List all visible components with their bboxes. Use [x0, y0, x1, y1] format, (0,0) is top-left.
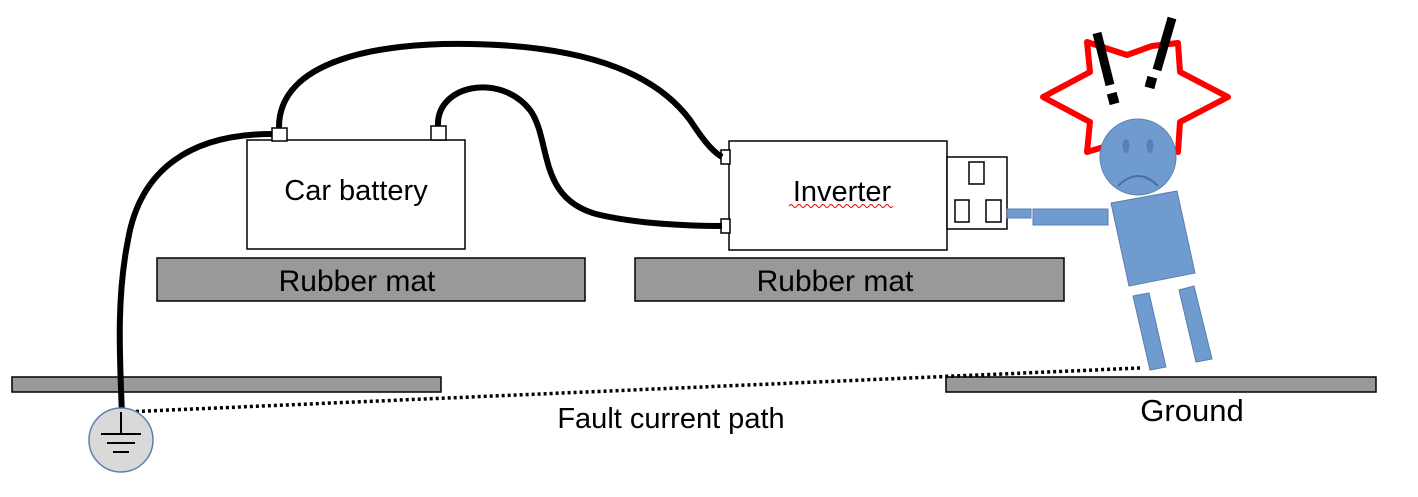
person-eye-right	[1146, 139, 1154, 153]
person-hand	[1006, 208, 1032, 219]
battery-terminal-positive	[430, 125, 447, 141]
wire-battery-neg-to-inverter	[275, 40, 724, 160]
shocked-person	[1006, 118, 1213, 371]
inverter-input-terminal-bottom	[720, 218, 731, 234]
inverter-input-terminal-top	[720, 149, 731, 165]
rubber-mat-right: Rubber mat	[634, 257, 1065, 302]
inverter-label: Inverter	[793, 176, 892, 208]
person-leg-right	[1178, 285, 1213, 363]
inverter: Inverter	[720, 140, 948, 251]
wire-battery-to-earth	[116, 131, 273, 416]
fault-current-path-line	[123, 366, 1141, 414]
person-head	[1099, 118, 1177, 196]
power-outlet-icon	[946, 156, 1008, 230]
fault-current-path-label: Fault current path	[557, 403, 784, 435]
car-battery: Car battery	[246, 125, 466, 250]
spellcheck-squiggle	[788, 204, 894, 208]
wire-battery-pos-to-inverter	[434, 84, 723, 229]
exclamation-marks-icon	[1092, 16, 1177, 106]
floor-slab-left	[11, 376, 442, 393]
rubber-mat-left-label: Rubber mat	[279, 265, 436, 298]
ground-label: Ground	[1140, 393, 1243, 428]
person-eye-left	[1122, 139, 1130, 153]
battery-terminal-negative	[271, 127, 288, 142]
floor-slab-right	[945, 376, 1377, 393]
ground-symbol-icon	[88, 407, 154, 473]
car-battery-label: Car battery	[284, 175, 428, 207]
rubber-mat-left: Rubber mat	[156, 257, 586, 302]
person-arm	[1032, 208, 1109, 226]
rubber-mat-right-label: Rubber mat	[757, 265, 914, 298]
person-torso	[1110, 190, 1196, 287]
person-frown	[1117, 175, 1159, 187]
person-leg-left	[1132, 292, 1167, 371]
